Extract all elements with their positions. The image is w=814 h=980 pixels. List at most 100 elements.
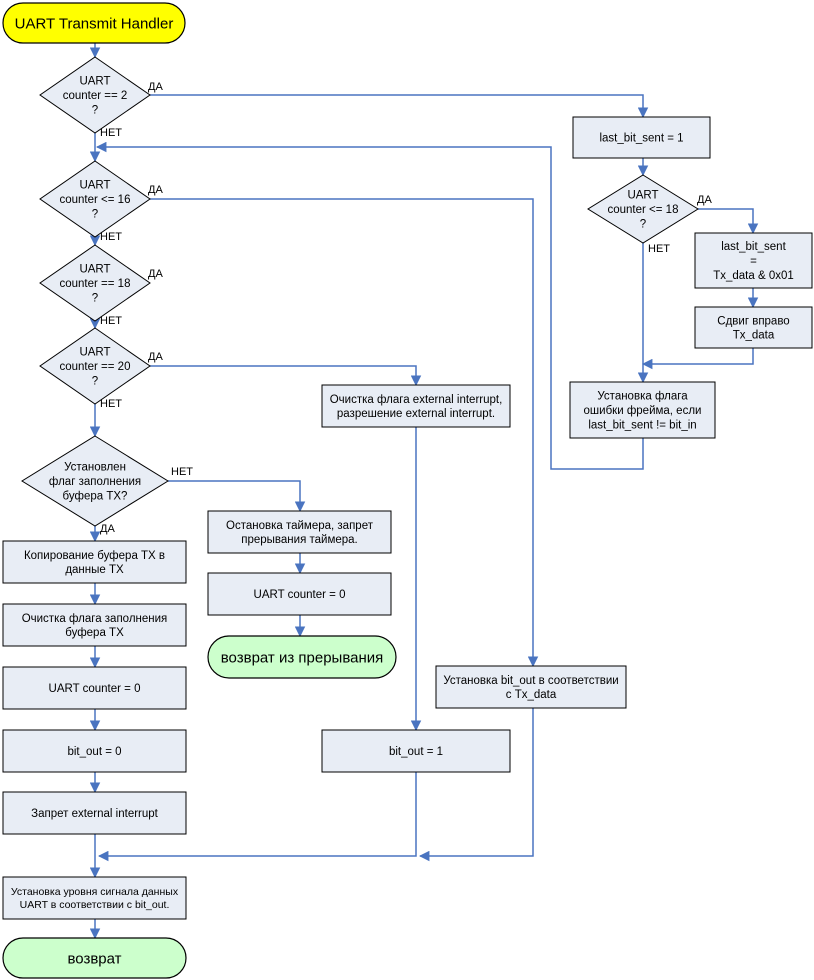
node-p-lastbit-tx: last_bit_sent = Tx_data & 0x01 [694, 232, 813, 289]
process-box [321, 384, 511, 428]
terminal-shape [2, 937, 187, 979]
node-p-counter0b: UART counter = 0 [207, 572, 392, 616]
node-text: разрешение external interrupt. [337, 408, 495, 420]
process-box [2, 876, 187, 920]
node-text: Очистка флага заполнения [22, 613, 168, 625]
edge-label-le16-no: НЕТ [100, 231, 122, 243]
connector-7 [641, 348, 754, 370]
node-p-stop-timer: Остановка таймера, запрет прерывания тайм… [207, 510, 392, 554]
process-box [2, 540, 187, 584]
node-text: Копирование буфера TX в [24, 550, 165, 562]
node-text: Остановка таймера, запрет [226, 520, 374, 532]
edge-label-le16-yes: ДА [148, 184, 163, 196]
node-text: ? [92, 208, 98, 220]
edge-label-eq2-yes: ДА [148, 81, 163, 93]
node-d-le18: UART counter <= 18? [587, 174, 699, 244]
node-text: буфера TX? [63, 490, 128, 502]
node-text: bit_out = 1 [389, 746, 443, 758]
process-box [435, 665, 627, 709]
node-text: Установлен [64, 462, 126, 474]
process-box [321, 729, 511, 773]
decision-diamond [39, 56, 151, 134]
connector-10 [150, 198, 539, 668]
node-text: ? [640, 218, 646, 230]
node-d-flag: Установлен флаг заполнения буфера TX? [21, 435, 169, 527]
process-box [2, 603, 187, 647]
connector-16 [168, 480, 306, 513]
node-text: Tx_data [733, 330, 775, 342]
node-text: Запрет external interrupt [31, 808, 159, 820]
connector-2 [150, 94, 649, 119]
node-text: Установка уровня сигнала данных [11, 886, 179, 898]
node-text: Tx_data & 0x01 [713, 270, 794, 282]
process-box [572, 116, 711, 159]
node-p-copy: Копирование буфера TX в данные TX [2, 540, 187, 584]
node-text: Установка bit_out в соответствии [443, 675, 618, 687]
node-text: counter <= 18 [608, 204, 679, 216]
process-box [2, 791, 187, 835]
node-d-le16: UART counter <= 16? [39, 160, 151, 238]
node-text: counter == 18 [60, 278, 131, 290]
node-text: Сдвиг вправо [717, 315, 789, 327]
node-text: с Tx_data [506, 689, 557, 701]
node-end-return: возврат [2, 937, 187, 979]
node-text: возврат из прерывания [221, 649, 384, 666]
terminal-shape [207, 635, 397, 679]
decision-diamond [39, 327, 151, 405]
node-text: last_bit_sent [721, 241, 786, 253]
edge-label-le18-no: НЕТ [648, 243, 670, 255]
node-text: UART [627, 190, 658, 202]
terminal-shape [2, 2, 186, 44]
connector-25 [97, 772, 417, 862]
node-text: UART [79, 180, 110, 192]
edge-label-flag-yes: ДА [100, 523, 115, 535]
node-text: UART counter = 0 [49, 683, 141, 695]
node-text: прерывания таймера. [241, 534, 358, 546]
node-text: UART в соответствии с bit_out. [20, 899, 170, 911]
process-box [2, 666, 187, 710]
node-p-bitout1: bit_out = 1 [321, 729, 511, 773]
node-text: флаг заполнения [49, 476, 141, 488]
edge-label-eq18-no: НЕТ [100, 315, 122, 327]
process-box [2, 729, 187, 773]
node-text: Установка флага [597, 391, 688, 403]
node-text: ? [92, 292, 98, 304]
node-text: данные TX [65, 564, 124, 576]
process-box [569, 381, 716, 439]
edge-label-flag-no: НЕТ [171, 466, 193, 478]
edge-label-eq2-no: НЕТ [100, 127, 122, 139]
process-box [207, 510, 392, 554]
node-end-irq: возврат из прерывания [207, 635, 397, 679]
node-text: буфера TX [65, 627, 124, 639]
process-box [694, 306, 813, 349]
node-text: возврат [67, 950, 121, 967]
node-p-set-bitout: Установка bit_out в соответствии с Tx_dat… [435, 665, 627, 709]
edge-label-eq18-yes: ДА [148, 268, 163, 280]
node-text: UART [79, 264, 110, 276]
connector-13 [150, 365, 422, 387]
edge-label-eq20-no: НЕТ [100, 398, 122, 410]
node-text: UART [79, 347, 110, 359]
node-text: ? [92, 375, 98, 387]
edge-label-le18-yes: ДА [697, 194, 712, 206]
decision-diamond [39, 244, 151, 322]
node-text: = [750, 256, 757, 268]
node-p-clearflag: Очистка флага заполнения буфера TX [2, 603, 187, 647]
connector-26 [418, 708, 534, 862]
node-text: Очистка флага external interrupt, [330, 394, 503, 406]
node-p-counter0: UART counter = 0 [2, 666, 187, 710]
node-text: UART counter = 0 [254, 589, 346, 601]
node-text: counter <= 16 [60, 194, 131, 206]
node-text: last_bit_sent != bit_in [588, 419, 696, 431]
node-d-eq18: UART counter == 18? [39, 244, 151, 322]
node-p-disable-ext: Запрет external interrupt [2, 791, 187, 835]
node-p-bitout0: bit_out = 0 [2, 729, 187, 773]
process-box [207, 572, 392, 616]
node-p-lastbit1: last_bit_sent = 1 [572, 116, 711, 159]
process-box [694, 232, 813, 289]
